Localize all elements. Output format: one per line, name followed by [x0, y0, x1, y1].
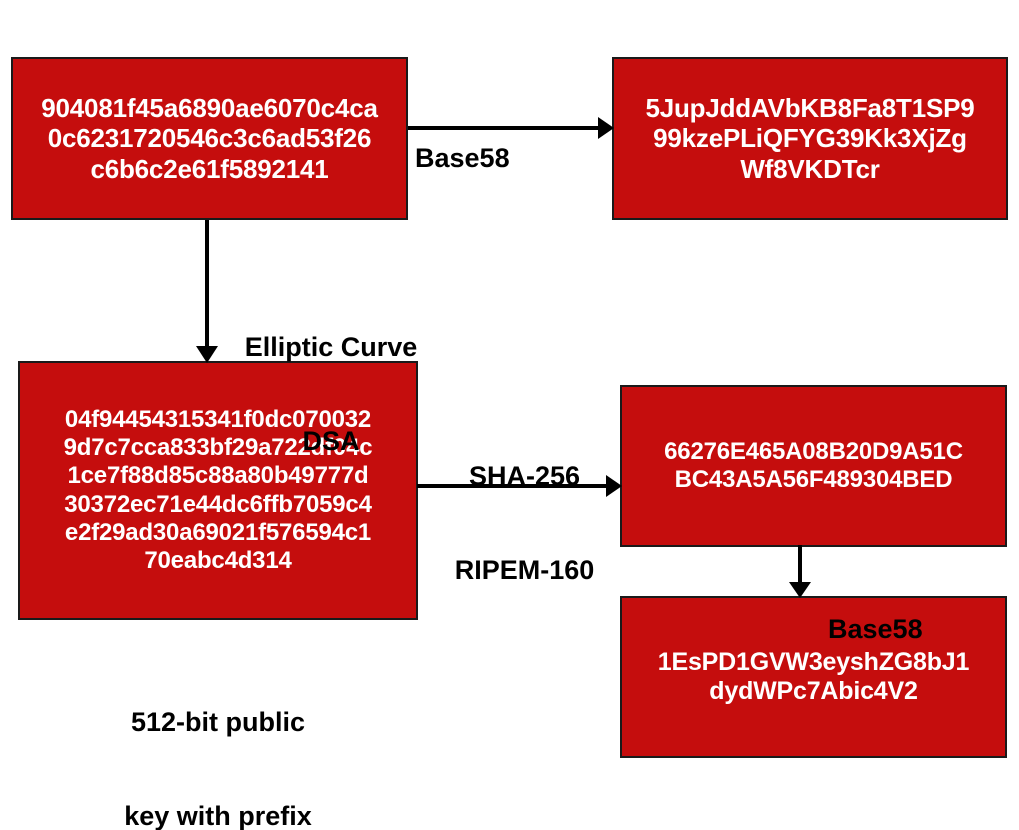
arrow-public-key-to-public-key-hash	[417, 475, 622, 497]
edge-label-base58-bottom: Base58	[828, 551, 1008, 708]
public-key-line-3: 1ce7f88d85c88a80b49777d	[67, 462, 369, 490]
public-key-caption-line-2: key with prefix	[124, 800, 312, 830]
edge-label-ecdsa-line-1: Elliptic Curve	[244, 331, 418, 362]
edge-label-base58-top-text: Base58	[415, 142, 510, 173]
address-line-1: 1EsPD1GVW3eyshZG8bJ1	[657, 647, 970, 676]
edge-label-sha-line-1: SHA-256	[468, 460, 581, 491]
wif-private-key-line-2: 99kzePLiQFYG39Kk3XjZg	[653, 123, 967, 154]
address-box: 1EsPD1GVW3eyshZG8bJ1 dydWPc7Abic4V2	[620, 596, 1007, 758]
address-caption: Address	[620, 780, 1007, 830]
public-key-line-2: 9d7c7cca833bf29a722df04c	[63, 434, 373, 462]
public-key-hash-line-1: 66276E465A08B20D9A51C	[664, 437, 963, 465]
edge-label-sha-line-2: RIPEM-160	[454, 554, 595, 585]
edge-label-base58-top: Base58	[415, 80, 615, 237]
edge-label-base58-bottom-text: Base58	[828, 613, 923, 644]
public-key-caption-line-1: 512-bit public	[130, 706, 306, 737]
address-line-2: dydWPc7Abic4V2	[709, 677, 918, 705]
edge-label-ecdsa-line-2: DSA	[302, 425, 360, 456]
edge-label-sha256-ripem160: SHA-256 RIPEM-160	[432, 398, 617, 649]
wif-private-key-line-3: Wf8VKDTcr	[740, 153, 880, 184]
wif-private-key-box: 5JupJddAVbKB8Fa8T1SP9 99kzePLiQFYG39Kk3X…	[612, 57, 1008, 220]
public-key-caption: 512-bit public key with prefix	[18, 644, 418, 830]
private-key-box: 904081f45a6890ae6070c4ca 0c6231720546c3c…	[11, 57, 408, 220]
public-key-line-5: e2f29ad30a69021f576594c1	[64, 518, 372, 546]
public-key-box: 04f94454315341f0dc070032 9d7c7cca833bf29…	[18, 361, 418, 620]
public-key-line-4: 30372ec71e44dc6ffb7059c4	[64, 490, 372, 518]
public-key-line-1: 04f94454315341f0dc070032	[64, 406, 372, 434]
public-key-hash-box: 66276E465A08B20D9A51C BC43A5A56F489304BE…	[620, 385, 1007, 547]
arrow-private-key-to-wif	[408, 117, 614, 139]
private-key-line-1: 904081f45a6890ae6070c4ca	[41, 92, 378, 123]
wif-private-key-line-1: 5JupJddAVbKB8Fa8T1SP9	[645, 92, 975, 123]
public-key-line-6: 70eabc4d314	[144, 546, 292, 574]
edge-label-elliptic-curve-dsa: Elliptic Curve DSA	[216, 269, 446, 520]
private-key-line-3: c6b6c2e61f5892141	[90, 153, 329, 184]
public-key-hash-line-2: BC43A5A56F489304BED	[674, 466, 953, 493]
arrow-public-key-hash-to-address	[789, 545, 811, 598]
arrow-private-key-to-public-key	[196, 220, 218, 363]
private-key-line-2: 0c6231720546c3c6ad53f26	[47, 123, 372, 154]
